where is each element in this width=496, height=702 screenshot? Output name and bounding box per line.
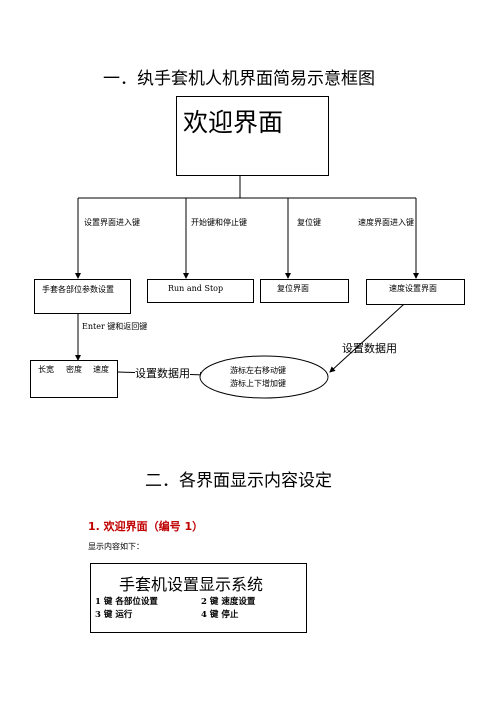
cursor-ud-label: 游标上下增加键 [230, 379, 286, 388]
glove-params-label: 手套各部位参数设置 [42, 285, 114, 294]
speed-label: 速度设置界面 [389, 284, 437, 293]
welcome-desc: 显示内容如下： [88, 542, 144, 551]
setup-key-label: 设置界面进入键 [84, 218, 140, 227]
section-1-title: 一．纨手套机人机界面简易示意框图 [103, 69, 375, 89]
speed-box: 速度设置界面 [366, 279, 465, 305]
start-stop-key-label: 开始键和停止键 [191, 218, 247, 227]
screen-line-2-right: 4 键 停止 [201, 610, 239, 620]
screen-line-1-left: 1 键 各部位设置 [95, 597, 158, 607]
set-data-right-label: 设置数据用 [342, 342, 397, 355]
screen-line-1-right: 2 键 速度设置 [201, 597, 256, 607]
speed-key-label: 速度界面进入键 [358, 218, 414, 227]
fields-box: 长宽 密度 速度 [30, 360, 118, 398]
reset-box: 复位界面 [260, 279, 349, 303]
run-stop-label: Run and Stop [168, 284, 224, 293]
field-speed: 速度 [93, 365, 109, 374]
cursor-keys-ellipse [199, 355, 329, 399]
set-data-left-label: 设置数据用 [135, 365, 190, 381]
glove-params-box: 手套各部位参数设置 [34, 279, 131, 314]
welcome-screen-preview: 手套机设置显示系统 1 键 各部位设置 2 键 速度设置 3 键 运行 4 键 … [90, 563, 307, 633]
screen-line-2-left: 3 键 运行 [95, 610, 133, 620]
welcome-screen-box: 欢迎界面 [176, 96, 329, 176]
reset-key-label: 复位键 [297, 218, 321, 227]
field-density: 密度 [66, 365, 82, 374]
welcome-subheading: 1. 欢迎界面（编号 1） [88, 520, 204, 533]
reset-label: 复位界面 [277, 284, 309, 293]
screen-title: 手套机设置显示系统 [119, 575, 264, 594]
run-stop-box: Run and Stop [147, 279, 254, 303]
section-2-title: 二．各界面显示内容设定 [145, 471, 332, 491]
cursor-lr-label: 游标左右移动键 [230, 366, 286, 375]
field-width-length: 长宽 [38, 365, 54, 374]
welcome-screen-label: 欢迎界面 [183, 108, 284, 137]
enter-return-label: Enter 键和返回键 [82, 322, 148, 331]
